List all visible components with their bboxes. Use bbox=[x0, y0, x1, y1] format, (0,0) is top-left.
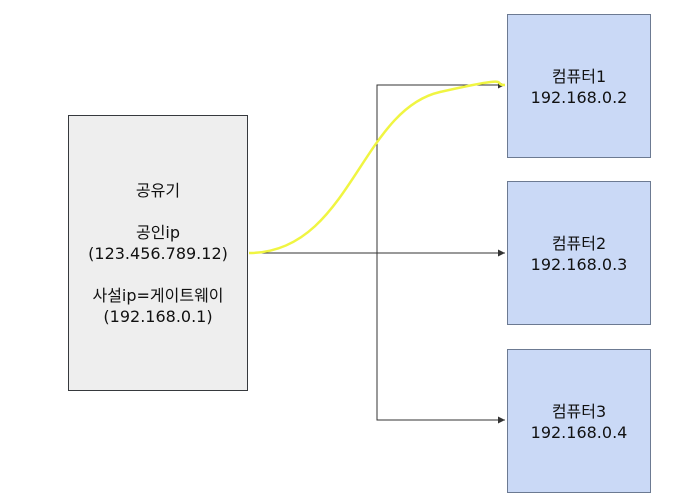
private-ip-value: (192.168.0.1) bbox=[103, 306, 213, 326]
router-box: 공유기 공인ip (123.456.789.12) 사설ip=게이트웨이 (19… bbox=[68, 115, 248, 391]
router-title: 공유기 bbox=[135, 180, 181, 200]
computer-3-name: 컴퓨터3 bbox=[551, 402, 607, 421]
highlight-route-pc1 bbox=[248, 80, 506, 255]
computer-3-ip: 192.168.0.4 bbox=[530, 423, 628, 442]
connector-pc3 bbox=[249, 252, 505, 424]
public-ip-label: 공인ip bbox=[135, 222, 181, 242]
computer-1-name: 컴퓨터1 bbox=[551, 67, 607, 86]
private-ip-label: 사설ip=게이트웨이 bbox=[92, 285, 224, 305]
computer-2-name: 컴퓨터2 bbox=[551, 234, 607, 253]
computer-1-ip: 192.168.0.2 bbox=[530, 88, 628, 107]
computer-3-box: 컴퓨터3 192.168.0.4 bbox=[507, 349, 651, 493]
computer-2-box: 컴퓨터2 192.168.0.3 bbox=[507, 181, 651, 325]
connector-pc1 bbox=[249, 81, 505, 254]
computer-2-ip: 192.168.0.3 bbox=[530, 255, 628, 274]
public-ip-value: (123.456.789.12) bbox=[88, 243, 228, 263]
computer-1-box: 컴퓨터1 192.168.0.2 bbox=[507, 14, 651, 158]
